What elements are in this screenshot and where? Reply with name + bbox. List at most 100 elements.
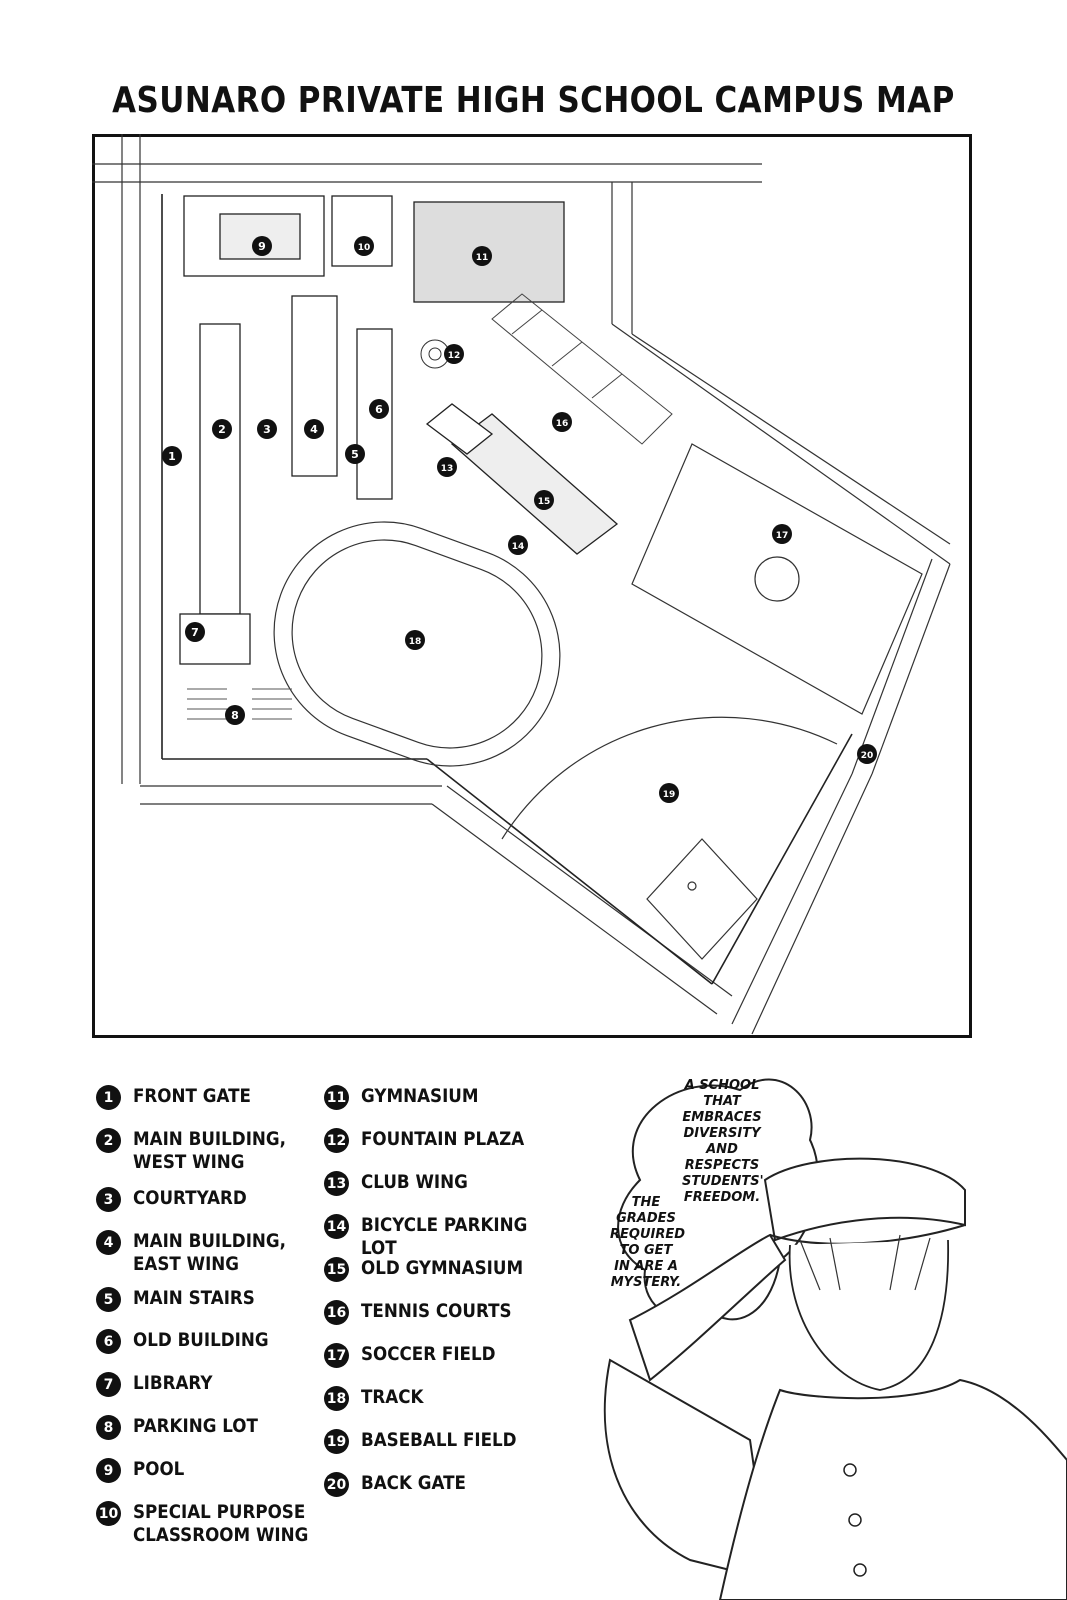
legend-number: 8 xyxy=(96,1415,121,1440)
legend-item: 10 SPECIAL PURPOSE CLASSROOM WING xyxy=(96,1501,363,1547)
west-wing-building xyxy=(199,323,241,615)
uniform-sleeve xyxy=(603,1358,772,1582)
campus-perimeter xyxy=(161,194,853,985)
legend-label: COURTYARD xyxy=(133,1187,247,1209)
map-marker-15: 15 xyxy=(534,490,554,510)
legend-item: 1 FRONT GATE xyxy=(96,1085,363,1110)
map-marker-14: 14 xyxy=(508,535,528,555)
map-marker-8: 8 xyxy=(225,705,245,725)
legend-label: POOL xyxy=(133,1458,185,1480)
legend-item: 3 COURTYARD xyxy=(96,1187,363,1212)
map-marker-19: 19 xyxy=(659,783,679,803)
map-marker-12: 12 xyxy=(444,344,464,364)
speech-text-1: A SCHOOL THAT EMBRACES DIVERSITY AND RES… xyxy=(682,1078,764,1205)
map-marker-number: 11 xyxy=(476,253,489,263)
map-marker-11: 11 xyxy=(472,246,492,266)
map-marker-4: 4 xyxy=(304,419,324,439)
map-marker-number: 13 xyxy=(441,464,454,474)
legend-number: 13 xyxy=(324,1171,349,1196)
east-wing-building xyxy=(291,295,338,477)
legend-number: 10 xyxy=(96,1501,121,1526)
map-marker-1: 1 xyxy=(162,446,182,466)
map-marker-number: 5 xyxy=(351,448,359,461)
legend-number: 9 xyxy=(96,1458,121,1483)
legend-label: OLD GYMNASIUM xyxy=(361,1257,524,1279)
legend-number: 18 xyxy=(324,1386,349,1411)
legend-item: 5 MAIN STAIRS xyxy=(96,1287,363,1312)
map-marker-10: 10 xyxy=(354,236,374,256)
legend-item: 13 CLUB WING xyxy=(324,1171,591,1196)
legend-item: 14 BICYCLE PARKING LOT xyxy=(324,1214,591,1260)
cap xyxy=(763,1157,966,1242)
map-marker-18: 18 xyxy=(405,630,425,650)
map-marker-number: 6 xyxy=(375,403,383,416)
map-marker-number: 10 xyxy=(358,243,371,253)
legend-label: BASEBALL FIELD xyxy=(361,1429,517,1451)
legend-item: 19 BASEBALL FIELD xyxy=(324,1429,591,1454)
legend-label: CLUB WING xyxy=(361,1171,468,1193)
legend-number: 4 xyxy=(96,1230,121,1255)
legend-label: FRONT GATE xyxy=(133,1085,251,1107)
legend-item: 7 LIBRARY xyxy=(96,1372,363,1397)
map-marker-7: 7 xyxy=(185,622,205,642)
parking-lot xyxy=(187,688,292,720)
legend-label: GYMNASIUM xyxy=(361,1085,479,1107)
map-marker-20: 20 xyxy=(857,744,877,764)
map-marker-number: 8 xyxy=(231,709,239,722)
legend-number: 20 xyxy=(324,1472,349,1497)
tennis-courts xyxy=(491,293,673,445)
legend-label: SOCCER FIELD xyxy=(361,1343,496,1365)
legend-label: LIBRARY xyxy=(133,1372,213,1394)
legend-item: 12 FOUNTAIN PLAZA xyxy=(324,1128,591,1153)
legend-label: MAIN BUILDING, WEST WING xyxy=(133,1128,286,1173)
map-marker-number: 1 xyxy=(168,450,176,463)
map-marker-number: 15 xyxy=(538,497,551,507)
legend-item: 6 OLD BUILDING xyxy=(96,1329,363,1354)
map-marker-number: 4 xyxy=(310,423,318,436)
face xyxy=(788,1239,949,1391)
map-marker-number: 16 xyxy=(556,419,569,429)
legend-number: 19 xyxy=(324,1429,349,1454)
legend-label: FOUNTAIN PLAZA xyxy=(361,1128,525,1150)
legend-number: 11 xyxy=(324,1085,349,1110)
legend-number: 6 xyxy=(96,1329,121,1354)
legend-label: PARKING LOT xyxy=(133,1415,258,1437)
map-marker-number: 19 xyxy=(663,790,676,800)
map-marker-number: 3 xyxy=(263,423,271,436)
map-marker-number: 14 xyxy=(512,542,525,552)
legend-number: 7 xyxy=(96,1372,121,1397)
legend-label: BICYCLE PARKING LOT xyxy=(361,1214,528,1259)
page-title: ASUNARO PRIVATE HIGH SCHOOL CAMPUS MAP xyxy=(112,80,955,121)
legend-item: 15 OLD GYMNASIUM xyxy=(324,1257,591,1282)
legend-number: 12 xyxy=(324,1128,349,1153)
legend-number: 1 xyxy=(96,1085,121,1110)
uniform xyxy=(718,1378,1067,1600)
map-marker-number: 12 xyxy=(448,351,461,361)
legend-item: 9 POOL xyxy=(96,1458,363,1483)
legend-label: OLD BUILDING xyxy=(133,1329,269,1351)
map-marker-2: 2 xyxy=(212,419,232,439)
legend-number: 14 xyxy=(324,1214,349,1239)
character-illustration xyxy=(603,1078,1067,1600)
track xyxy=(273,521,561,767)
legend-item: 11 GYMNASIUM xyxy=(324,1085,591,1110)
legend-number: 3 xyxy=(96,1187,121,1212)
legend-number: 16 xyxy=(324,1300,349,1325)
legend-number: 15 xyxy=(324,1257,349,1282)
map-marker-number: 18 xyxy=(409,637,422,647)
map-marker-number: 9 xyxy=(258,240,266,253)
library-building xyxy=(179,613,251,665)
soccer-field xyxy=(631,443,923,715)
legend-label: SPECIAL PURPOSE CLASSROOM WING xyxy=(133,1501,309,1546)
map-marker-17: 17 xyxy=(772,524,792,544)
legend-number: 5 xyxy=(96,1287,121,1312)
legend-label: MAIN STAIRS xyxy=(133,1287,255,1309)
legend-label: BACK GATE xyxy=(361,1472,466,1494)
